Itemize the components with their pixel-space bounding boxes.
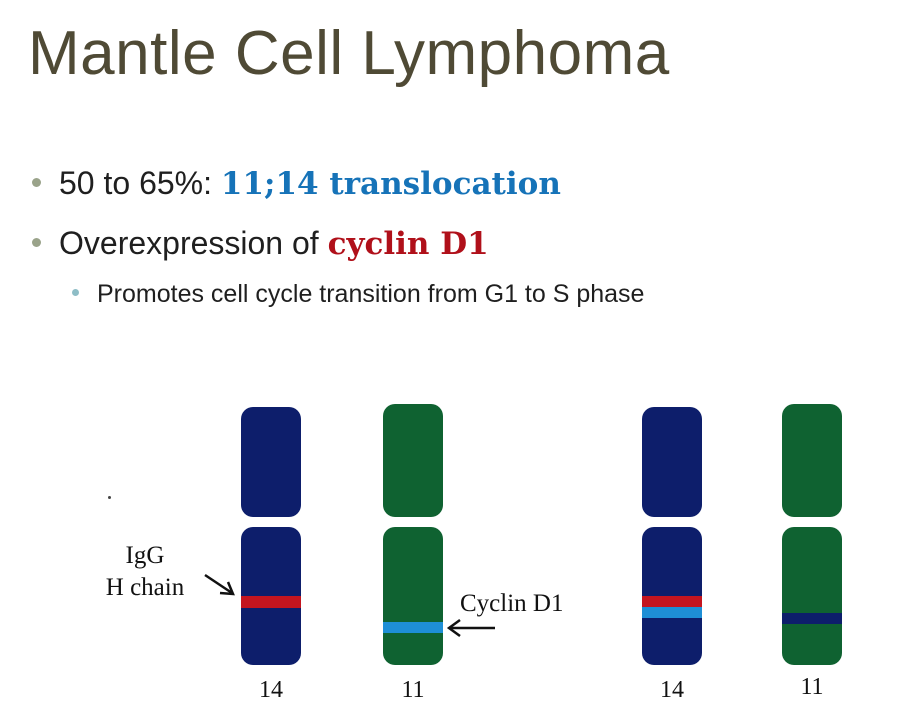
chromosome-label-11-right: 11: [800, 674, 824, 700]
igg-label-line2: H chain: [105, 574, 185, 601]
igg-h-chain-label: IgG H chain: [95, 540, 195, 604]
chromosome-label-11-left: 11: [401, 677, 425, 703]
bullet-dot-icon: [32, 238, 41, 248]
cyclin-d1-band: [383, 622, 443, 633]
chromosome-11-right-q-arm: [782, 527, 842, 665]
chromosome-label-14-left: 14: [259, 677, 283, 703]
chromosome-14-left-q-arm: [241, 527, 301, 665]
cyclin-d1-label: Cyclin D1: [460, 590, 564, 617]
chromosome-14-right-q-arm: [642, 527, 702, 665]
chromosome-label-14-right: 14: [660, 677, 684, 703]
arrow-cyclin-icon: [446, 618, 495, 638]
translocated-band: [782, 613, 842, 624]
chromosome-14-right-p-arm: [642, 407, 702, 517]
sub-bullet-dot-icon: [72, 288, 79, 296]
slide-title: Mantle Cell Lymphoma: [28, 19, 670, 88]
stray-dot: [108, 496, 111, 499]
chromosome-11-left-p-arm: [383, 404, 443, 517]
igh-band: [241, 596, 301, 608]
chromosome-14-left-p-arm: [241, 407, 301, 517]
bullet-text: 50 to 65%:: [59, 165, 221, 201]
sub-bullet-text: Promotes cell cycle transition from G1 t…: [97, 280, 645, 308]
chromosome-11-right-p-arm: [782, 404, 842, 517]
bullet-text: Overexpression of: [59, 225, 328, 261]
igh-band: [642, 596, 702, 607]
highlight-translocation: 11;14 translocation: [220, 166, 561, 202]
arrow-igh-icon: [204, 573, 235, 596]
igg-label-line1: IgG: [125, 542, 165, 569]
bullet-translocation: 50 to 65%: 11;14 translocation: [32, 165, 561, 202]
bullet-overexpression: Overexpression of cyclin D1: [32, 225, 489, 262]
cyclin-d1-band: [642, 607, 702, 618]
bullet-dot-icon: [32, 178, 41, 188]
highlight-cyclin: cyclin D1: [327, 226, 489, 262]
sub-bullet-cell-cycle: Promotes cell cycle transition from G1 t…: [72, 280, 644, 309]
chromosome-11-left-q-arm: [383, 527, 443, 665]
